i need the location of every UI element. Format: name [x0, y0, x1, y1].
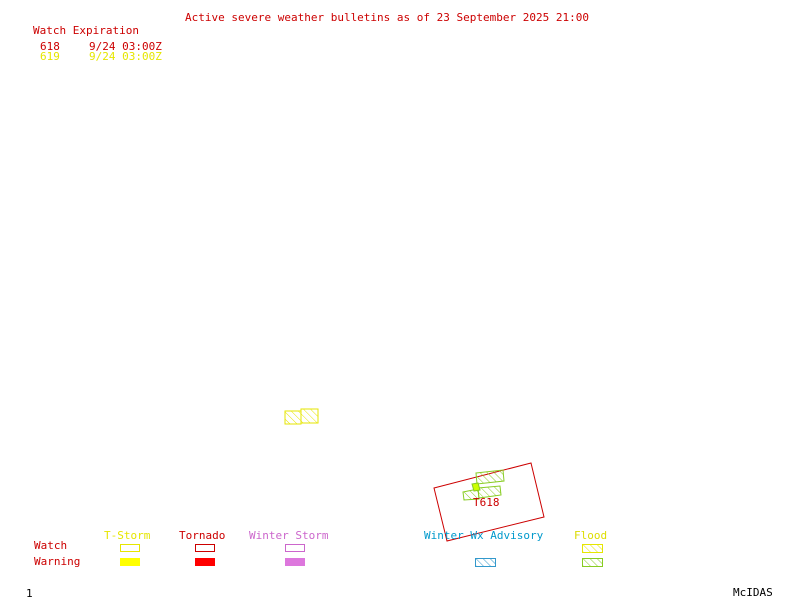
swatch-tornado-watch	[195, 544, 215, 552]
watch-expiration-heading: Watch Expiration	[33, 24, 139, 37]
swatch-winter-storm-warning	[285, 558, 305, 566]
legend-col-winter-advisory: Winter Wx Advisory	[424, 529, 544, 542]
legend-col-flood: Flood	[574, 529, 608, 542]
flood-warning-areas	[462, 469, 505, 501]
flood-advisory-area	[284, 408, 319, 425]
swatch-winter-advisory	[475, 558, 496, 567]
legend-col-tstorm: T-Storm	[104, 529, 151, 542]
swatch-flood-warning	[582, 558, 603, 567]
bulletin-title: Active severe weather bulletins as of 23…	[185, 11, 589, 24]
legend-row-watch: Watch	[34, 539, 68, 552]
swatch-tornado-warning	[195, 558, 215, 566]
swatch-tstorm-watch	[120, 544, 140, 552]
watch-map-label: T618	[473, 496, 500, 509]
legend-row-warning: Warning	[34, 555, 81, 568]
watch-expiration-619: 9/24 03:00Z	[89, 50, 162, 63]
legend-col-winter-storm: Winter Storm	[249, 529, 329, 542]
swatch-winter-storm-watch	[285, 544, 305, 552]
legend-col-tornado: Tornado	[179, 529, 226, 542]
frame-number: 1	[26, 587, 33, 600]
watch-expiration-618: 9/24 03:00Z	[89, 40, 162, 53]
swatch-flood-watch	[582, 544, 603, 553]
mcidas-brand: McIDAS	[733, 586, 773, 599]
swatch-tstorm-warning	[120, 558, 140, 566]
watch-id-618: 618	[40, 40, 60, 53]
watch-id-619: 619	[40, 50, 60, 63]
